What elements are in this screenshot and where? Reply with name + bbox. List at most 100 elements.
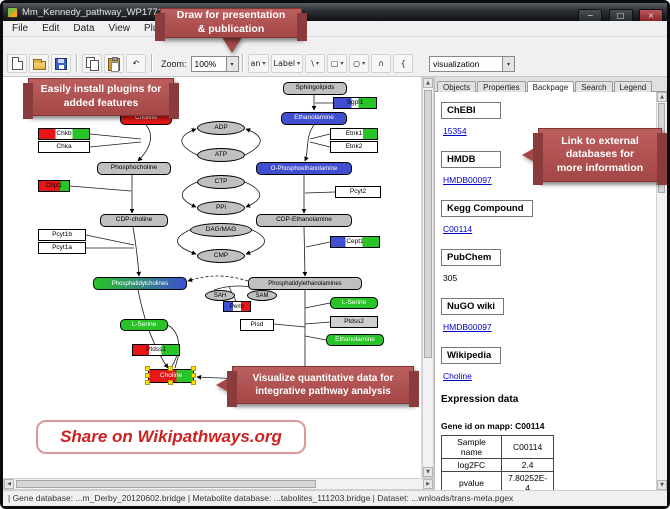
pathway-node-phosphocholine[interactable]: Phosphocholine <box>97 162 171 175</box>
copy-icon <box>85 56 99 71</box>
window-title: Mm_Kennedy_pathway_WP1771_45176.gpml <box>22 6 218 18</box>
selection-handle[interactable] <box>145 373 150 378</box>
expression-data-heading: Expression data <box>441 394 519 405</box>
scroll-up-icon[interactable]: ▲ <box>423 78 433 88</box>
backpage-link[interactable]: HMDB00097 <box>443 175 492 185</box>
backpage-link[interactable]: 15354 <box>443 126 467 136</box>
ellipse-tool-button[interactable]: ○▾ <box>349 54 370 73</box>
backpage-link[interactable]: HMDB00097 <box>443 322 492 332</box>
title-bar[interactable]: Mm_Kennedy_pathway_WP1771_45176.gpml − □… <box>3 3 667 22</box>
visualization-combobox[interactable]: visualization ▾ <box>429 56 515 72</box>
selection-handle[interactable] <box>145 380 150 385</box>
arc-tool-button[interactable]: ∩ <box>371 54 392 73</box>
tab-objects[interactable]: Objects <box>437 81 477 93</box>
selection-handle[interactable] <box>191 373 196 378</box>
rectangle-tool-button[interactable]: ▢▾ <box>327 54 348 73</box>
pathway-node-ptdss2[interactable]: Ptdss2 <box>330 316 378 328</box>
label-tool-button[interactable]: Label▾ <box>270 54 304 73</box>
menu-view[interactable]: View <box>108 23 130 34</box>
backpage-header: PubChem <box>441 249 501 266</box>
pathway-node-chpt1[interactable]: Chpt1 <box>38 180 70 192</box>
save-button[interactable] <box>51 54 71 73</box>
pathway-node-dag-mag[interactable]: DAG/MAG <box>190 223 252 237</box>
pathway-node-ethanolamine[interactable]: Ethanolamine <box>326 334 384 346</box>
pathway-node-phosphatidylethanolamines[interactable]: Phosphatidylethanolamines <box>248 277 362 290</box>
datanode-tool-button[interactable]: an▾ <box>247 54 269 73</box>
pathway-node-etnk2[interactable]: Etnk2 <box>330 141 378 153</box>
pathway-node-sphingolipids[interactable]: Sphingolipids <box>283 82 347 95</box>
selection-handle[interactable] <box>168 366 173 371</box>
paste-button[interactable] <box>104 54 124 73</box>
selection-handle[interactable] <box>191 380 196 385</box>
copy-button[interactable] <box>82 54 102 73</box>
table-cell: 7.80252E-4 <box>500 471 555 490</box>
window-body: Mm_Kennedy_pathway_WP1771_45176.gpml − □… <box>3 3 667 506</box>
ellipse-tool-button-glyph: ○ <box>353 59 361 68</box>
pathway-node-cmp[interactable]: CMP <box>197 249 245 263</box>
open-button[interactable] <box>29 54 49 73</box>
pathway-node-ctp[interactable]: CTP <box>197 175 245 189</box>
undo-button[interactable]: ↶ <box>126 54 146 73</box>
brace-tool-button[interactable]: { <box>393 54 414 73</box>
pathway-node-cept1[interactable]: Cept1 <box>330 236 380 248</box>
pathway-node-sgpl1[interactable]: Sgpl1 <box>333 97 377 109</box>
vertical-scroll-thumb[interactable] <box>424 90 432 358</box>
edit-button-group: ↶ <box>82 54 148 73</box>
pathway-node-pemt[interactable]: Pemt <box>223 301 251 312</box>
menu-data[interactable]: Data <box>73 23 95 34</box>
dropdown-arrow-icon[interactable]: ▾ <box>502 57 514 71</box>
canvas-horizontal-scrollbar[interactable]: ◀ ▶ <box>3 478 434 490</box>
zoom-combobox[interactable]: 100% ▾ <box>190 56 239 72</box>
menu-edit[interactable]: Edit <box>42 23 60 34</box>
pathway-node-pisd[interactable]: Pisd <box>240 319 274 331</box>
pathway-node-sam[interactable]: SAM <box>247 290 277 301</box>
pathway-node-ethanolamine[interactable]: Ethanolamine <box>281 112 347 125</box>
selection-handle[interactable] <box>168 380 173 385</box>
scroll-right-icon[interactable]: ▶ <box>423 479 433 489</box>
pathway-node-ppi[interactable]: PPi <box>197 201 245 215</box>
pathway-node-o-phosphoethanolamine[interactable]: O-Phosphoethanolamine <box>256 162 352 175</box>
callout-external-databases: Link to external databases for more info… <box>533 128 667 185</box>
new-button[interactable] <box>7 54 27 73</box>
pathway-node-ptdss1[interactable]: Ptdss1 <box>132 344 180 356</box>
horizontal-scroll-thumb[interactable] <box>16 480 316 488</box>
backpage-link[interactable]: Choline <box>443 371 472 381</box>
menu-file[interactable]: File <box>12 23 29 34</box>
scroll-up-icon[interactable]: ▲ <box>657 92 667 102</box>
pathway-node-chka[interactable]: Chka <box>38 141 90 153</box>
scroll-down-icon[interactable]: ▼ <box>657 480 667 490</box>
selection-handle[interactable] <box>191 366 196 371</box>
selection-handle[interactable] <box>145 366 150 371</box>
pathway-node-l-serine[interactable]: L-Serine <box>120 319 168 331</box>
scroll-left-icon[interactable]: ◀ <box>4 479 14 489</box>
pathway-node-sah[interactable]: SAH <box>205 290 235 301</box>
backpage-value: 305 <box>443 273 458 283</box>
gene-id-line: Gene id on mapp: C00114 <box>441 421 545 431</box>
tab-properties[interactable]: Properties <box>477 81 526 93</box>
pathway-node-atp[interactable]: ATP <box>197 148 245 162</box>
pathway-node-pcyt1a[interactable]: Pcyt1a <box>38 242 86 254</box>
pathway-node-adp[interactable]: ADP <box>197 121 245 135</box>
menu-bar: FileEditDataViewPluginsHelp <box>3 21 667 37</box>
backpage-section: PubChem 305 <box>441 247 650 283</box>
canvas-vertical-scrollbar[interactable]: ▲ ▼ <box>422 77 434 478</box>
backpage-link[interactable]: C00114 <box>443 224 473 234</box>
tab-search[interactable]: Search <box>575 81 613 93</box>
pathway-node-pcyt2[interactable]: Pcyt2 <box>335 186 381 198</box>
pathway-node-pcyt1b[interactable]: Pcyt1b <box>38 229 86 241</box>
pathway-node-l-serine[interactable]: L-Serine <box>330 297 378 309</box>
pathway-node-cdp-ethanolamine[interactable]: CDP-Ethanolamine <box>256 214 352 227</box>
tab-legend[interactable]: Legend <box>613 81 653 93</box>
line-tool-button[interactable]: \▾ <box>305 54 326 73</box>
pathway-node-etnk1[interactable]: Etnk1 <box>330 128 378 140</box>
tab-backpage[interactable]: Backpage <box>526 81 575 93</box>
scroll-down-icon[interactable]: ▼ <box>423 467 433 477</box>
pathway-node-cdp-choline[interactable]: CDP-choline <box>100 214 168 227</box>
dropdown-arrow-icon[interactable]: ▾ <box>225 57 238 71</box>
pathway-node-phosphatidylcholines[interactable]: Phosphatidylcholines <box>93 277 187 290</box>
pathway-node-chkb[interactable]: Chkb <box>38 128 90 140</box>
